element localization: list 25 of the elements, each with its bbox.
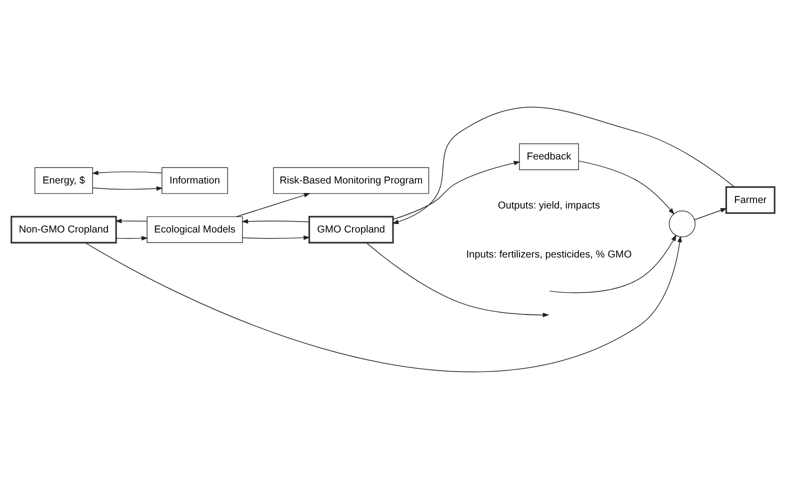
- label: Outputs: yield, impacts: [498, 200, 600, 212]
- arrow: [115, 218, 148, 223]
- node-box: Feedback: [519, 142, 579, 170]
- arrow: [392, 106, 735, 224]
- node-box: GMO Cropland: [308, 215, 394, 243]
- arrow: [116, 235, 148, 240]
- arrow: [242, 218, 310, 224]
- node-box: Farmer: [725, 186, 776, 214]
- arrow: [242, 234, 310, 240]
- arrow: [85, 235, 682, 372]
- arrow: [578, 160, 674, 214]
- node-circle: [668, 210, 696, 237]
- node-box: Ecological Models: [146, 216, 243, 243]
- arrow: [92, 170, 162, 175]
- arrow: [392, 160, 520, 220]
- arrow: [236, 192, 310, 216]
- node-box: Non-GMO Cropland: [10, 215, 117, 243]
- label: Inputs: fertilizers, pesticides, % GMO: [466, 249, 632, 260]
- node-box: Energy, $: [34, 166, 93, 194]
- arrow: [694, 208, 728, 220]
- node-box: Risk-Based Monitoring Program: [273, 166, 430, 194]
- arrow: [366, 242, 550, 317]
- arrow: [549, 234, 676, 293]
- arrow: [92, 186, 163, 190]
- node-box: Information: [162, 166, 228, 194]
